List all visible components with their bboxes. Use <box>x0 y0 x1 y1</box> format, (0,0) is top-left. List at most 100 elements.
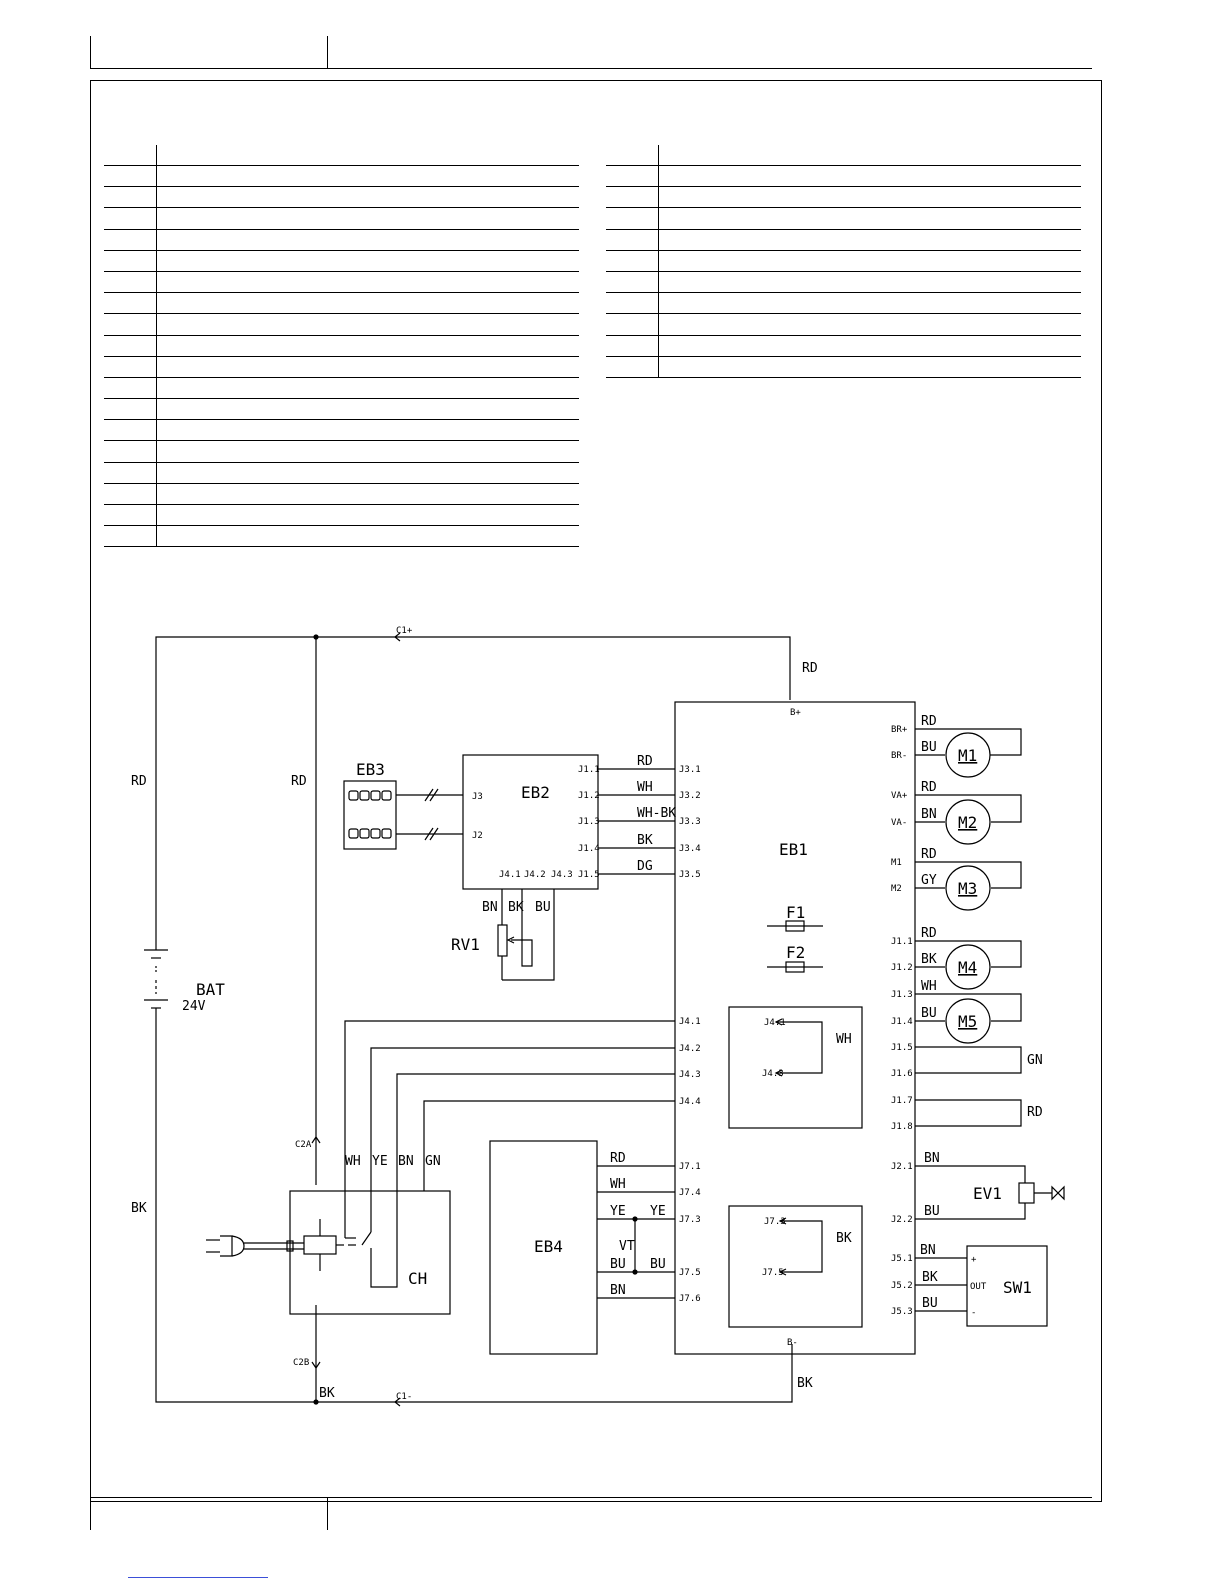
wire-m2-rd: RD <box>921 780 937 795</box>
f2-label: F2 <box>786 943 805 962</box>
legend-table-right <box>606 145 1081 378</box>
wire-rd-mid: RD <box>291 774 307 789</box>
wire-eb4-ye2: YE <box>650 1204 666 1219</box>
wire-m1-bu: BU <box>921 740 937 755</box>
ch-label: CH <box>408 1269 427 1288</box>
eb1-pin-j74: J7.4 <box>679 1188 701 1198</box>
header-tick-left <box>90 36 91 69</box>
wire-m4-bk: BK <box>921 952 937 967</box>
eb1-pin-j52: J5.2 <box>891 1281 913 1291</box>
wire-m5-bu: BU <box>921 1006 937 1021</box>
jumper-bk <box>728 1205 863 1328</box>
jumper-wh-color: WH <box>836 1032 852 1047</box>
wire-m5-wh: WH <box>921 979 937 994</box>
eb1-pin-j12: J1.2 <box>891 963 913 973</box>
eb1-label: EB1 <box>779 840 808 859</box>
wire-ev1-bu: BU <box>924 1204 940 1219</box>
wire-rd-top: RD <box>802 661 818 676</box>
jumper-bk-j73: J7.3 <box>764 1217 786 1227</box>
b-plus-label: B+ <box>790 708 801 718</box>
eb1-pin-j41: J4.1 <box>679 1017 701 1027</box>
eb4-board <box>489 1140 675 1355</box>
eb1-pin-j33: J3.3 <box>679 817 701 827</box>
sw1-pin-out: OUT <box>970 1282 987 1292</box>
wire-m3-rd: RD <box>921 847 937 862</box>
wire-sw1-bu: BU <box>922 1296 938 1311</box>
wire-rv1-bk: BK <box>508 900 524 915</box>
eb1-pin-j21: J2.1 <box>891 1162 913 1172</box>
eb1-pin-m2: M2 <box>891 884 902 894</box>
wire-bk-eb1: BK <box>797 1376 813 1391</box>
eb1-pin-j34: J3.4 <box>679 844 701 854</box>
eb1-pin-j71: J7.1 <box>679 1162 701 1172</box>
wire-m4-rd: RD <box>921 926 937 941</box>
eb1-pin-j14: J1.4 <box>891 1017 913 1027</box>
loop-wires <box>915 1046 1022 1127</box>
wire-sw1-bn: BN <box>920 1243 936 1258</box>
jumper-wh <box>728 1006 863 1129</box>
rv1-label: RV1 <box>451 935 480 954</box>
bat-voltage: 24V <box>182 999 206 1014</box>
eb2-pin-j11: J1.1 <box>578 765 600 775</box>
wire-eb4-rd: RD <box>610 1151 626 1166</box>
wire-m3-gy: GY <box>921 873 937 888</box>
motors <box>915 728 1022 1044</box>
eb2-pin-j2: J2 <box>472 831 483 841</box>
jumper-wh-j41: J4.1 <box>764 1018 786 1028</box>
eb1-pin-vaminus: VA- <box>891 818 907 828</box>
eb1-pin-j42: J4.2 <box>679 1044 701 1054</box>
eb2-pin-j13: J1.3 <box>578 817 600 827</box>
footer-rule <box>90 1497 1092 1498</box>
motor-m1-label: M1 <box>958 746 977 765</box>
eb1-pin-j73: J7.3 <box>679 1215 701 1225</box>
jumper-bk-j75: J7.5 <box>762 1268 784 1278</box>
eb1-box <box>674 701 916 1355</box>
eb1-pin-j75: J7.5 <box>679 1268 701 1278</box>
eb4-label: EB4 <box>534 1237 563 1256</box>
wire-eb4-bu2: BU <box>650 1257 666 1272</box>
eb1-pin-brminus: BR- <box>891 751 907 761</box>
wire-rd-left: RD <box>131 774 147 789</box>
rv1-potentiometer <box>497 889 555 981</box>
wire-loop-rd: RD <box>1027 1105 1043 1120</box>
eb1-pin-j16: J1.6 <box>891 1069 913 1079</box>
eb1-pin-vaplus: VA+ <box>891 791 908 801</box>
eb1-pin-j22: J2.2 <box>891 1215 913 1225</box>
eb1-pin-j43: J4.3 <box>679 1070 701 1080</box>
fuses <box>767 920 823 973</box>
eb1-pin-j44: J4.4 <box>679 1097 701 1107</box>
main-wires <box>155 632 793 1407</box>
wire-eb4-ye: YE <box>610 1204 626 1219</box>
diagram-labels: C1+ C1- C2A C2B RD RD RD BK BK BK BAT 24… <box>131 626 1043 1402</box>
motor-m2-label: M2 <box>958 813 977 832</box>
eb1-pin-j32: J3.2 <box>679 791 701 801</box>
motor-m5-label: M5 <box>958 1012 977 1031</box>
c1-plus-label: C1+ <box>396 626 413 636</box>
footer-link-underline[interactable] <box>128 1577 268 1578</box>
eb2-pin-j42: J4.2 <box>524 870 546 880</box>
ev1-valve <box>915 1165 1065 1220</box>
eb1-pin-brplus: BR+ <box>891 725 908 735</box>
footer-tick-left <box>90 1497 91 1530</box>
wire-ch-ye: YE <box>372 1154 388 1169</box>
footer-tick-mid <box>327 1497 328 1530</box>
eb2-pin-j12: J1.2 <box>578 791 600 801</box>
wire-rv1-bn: BN <box>482 900 498 915</box>
c1-minus-label: C1- <box>396 1392 412 1402</box>
eb3-panel <box>343 780 463 850</box>
eb1-pin-j17: J1.7 <box>891 1096 913 1106</box>
eb2-pin-j3: J3 <box>472 792 483 802</box>
eb1-pin-j76: J7.6 <box>679 1294 701 1304</box>
b-minus-label: B- <box>787 1338 798 1348</box>
header-tick-mid <box>327 36 328 69</box>
battery-symbol <box>144 949 168 1009</box>
c2b-label: C2B <box>293 1358 309 1368</box>
legend-table-left <box>104 145 579 548</box>
header-rule <box>90 68 1092 69</box>
eb1-pin-j51: J5.1 <box>891 1254 913 1264</box>
ch-charger <box>206 1190 451 1315</box>
eb1-pin-j15: J1.5 <box>891 1043 913 1053</box>
eb2-pin-j43: J4.3 <box>551 870 573 880</box>
eb1-pin-j31: J3.1 <box>679 765 701 775</box>
eb2-pin-j14: J1.4 <box>578 844 600 854</box>
